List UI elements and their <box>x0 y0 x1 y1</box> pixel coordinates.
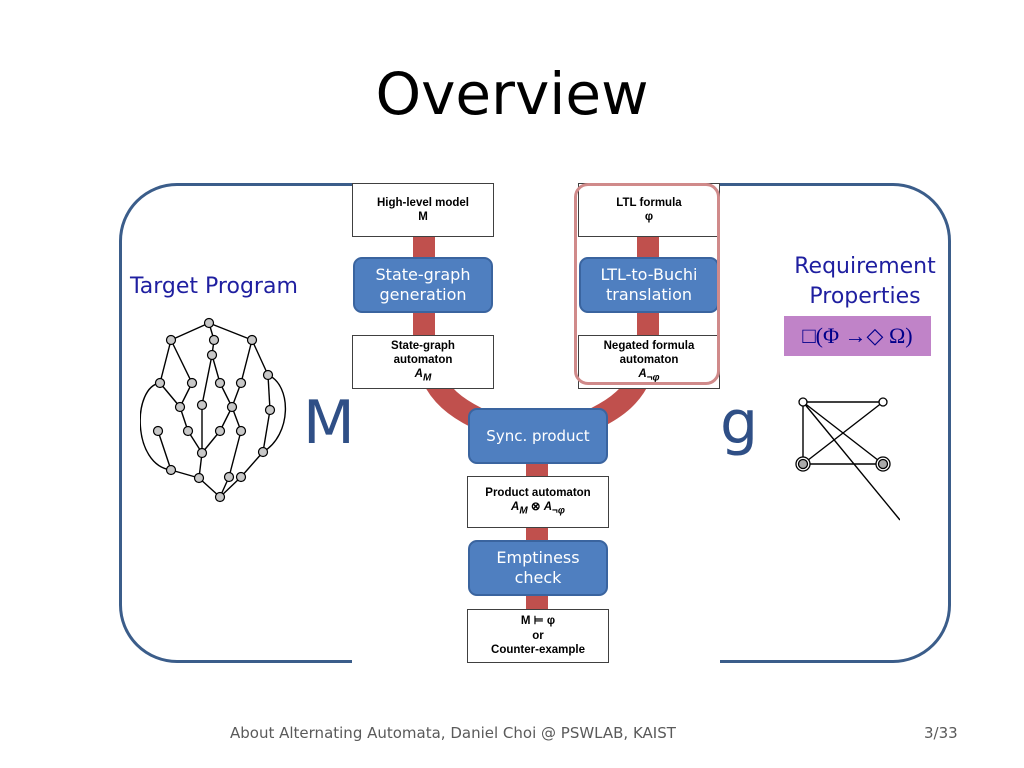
ltl-to-buchi-line1: LTL-to-Buchi <box>600 265 698 284</box>
state-graph-automaton-line2: automaton <box>393 354 453 367</box>
high-level-model-line2: M <box>418 211 428 223</box>
footer-credit: About Alternating Automata, Daniel Choi … <box>230 724 676 742</box>
product-automaton-formula: AM ⊗ A¬φ <box>511 500 565 518</box>
background-text-left: M <box>303 388 355 458</box>
state-graph-automaton-box: State-graph automaton AM <box>352 335 494 389</box>
ltl-formula-line1: LTL formula <box>616 196 682 209</box>
ltl-to-buchi-line2: translation <box>605 285 693 304</box>
product-a-letter-2: A <box>543 501 553 514</box>
ltl-formula-input-box: LTL formula φ <box>578 183 720 237</box>
state-graph-automaton-symbol: AM <box>415 367 432 385</box>
negated-formula-symbol: A¬φ <box>638 367 659 385</box>
product-negphi-subscript: ¬φ <box>552 505 565 517</box>
automaton-m-subscript: M <box>422 372 432 384</box>
negated-formula-line2: automaton <box>619 354 679 367</box>
state-graph-generation-step: State-graph generation <box>353 257 493 313</box>
requirement-label-line1: Requirement <box>794 254 936 279</box>
negated-formula-line1: Negated formula <box>603 339 695 352</box>
result-line1: M ⊨ φ <box>520 615 556 628</box>
ltl-formula-line2: φ <box>644 211 654 223</box>
result-line2: or <box>532 629 544 642</box>
state-graph-generation-line2: generation <box>379 285 467 304</box>
slide-title: Overview <box>375 60 649 128</box>
product-m-subscript: M <box>519 505 528 517</box>
requirement-properties-label: Requirement Properties <box>790 252 940 311</box>
negated-formula-automaton-box: Negated formula automaton A¬φ <box>578 335 720 389</box>
state-graph-automaton-line1: State-graph <box>391 339 455 352</box>
automaton-a-letter: A <box>414 368 423 381</box>
property-automaton-graph <box>795 397 900 521</box>
state-graph-generation-line1: State-graph <box>375 265 471 284</box>
product-automaton-line1: Product automaton <box>485 486 591 499</box>
ltl-formula-box: □(Φ →◇ Ω) <box>784 316 931 356</box>
product-a-letter-1: A <box>511 501 520 514</box>
emptiness-check-step: Emptiness check <box>468 540 608 596</box>
requirement-label-line2: Properties <box>809 283 921 309</box>
ltl-to-buchi-step: LTL-to-Buchi translation <box>579 257 719 313</box>
emptiness-check-line1: Emptiness <box>496 548 580 567</box>
result-box: M ⊨ φ or Counter-example <box>467 609 609 663</box>
property-path-highlight <box>574 183 720 385</box>
result-line3: Counter-example <box>491 644 585 657</box>
high-level-model-box: High-level model M <box>352 183 494 237</box>
target-program-label: Target Program <box>130 274 298 299</box>
high-level-model-line1: High-level model <box>376 196 470 209</box>
slide-number: 3/33 <box>924 724 958 742</box>
negated-phi-subscript: ¬φ <box>646 372 660 384</box>
product-tensor-symbol: ⊗ <box>527 501 544 514</box>
negated-a-letter: A <box>638 368 647 381</box>
product-automaton-box: Product automaton AM ⊗ A¬φ <box>467 476 609 528</box>
target-program-graph <box>140 317 287 503</box>
emptiness-check-line2: check <box>514 568 562 587</box>
sync-product-step: Sync. product <box>468 408 608 464</box>
model-checking-flow: High-level model M State-graph generatio… <box>352 183 720 663</box>
